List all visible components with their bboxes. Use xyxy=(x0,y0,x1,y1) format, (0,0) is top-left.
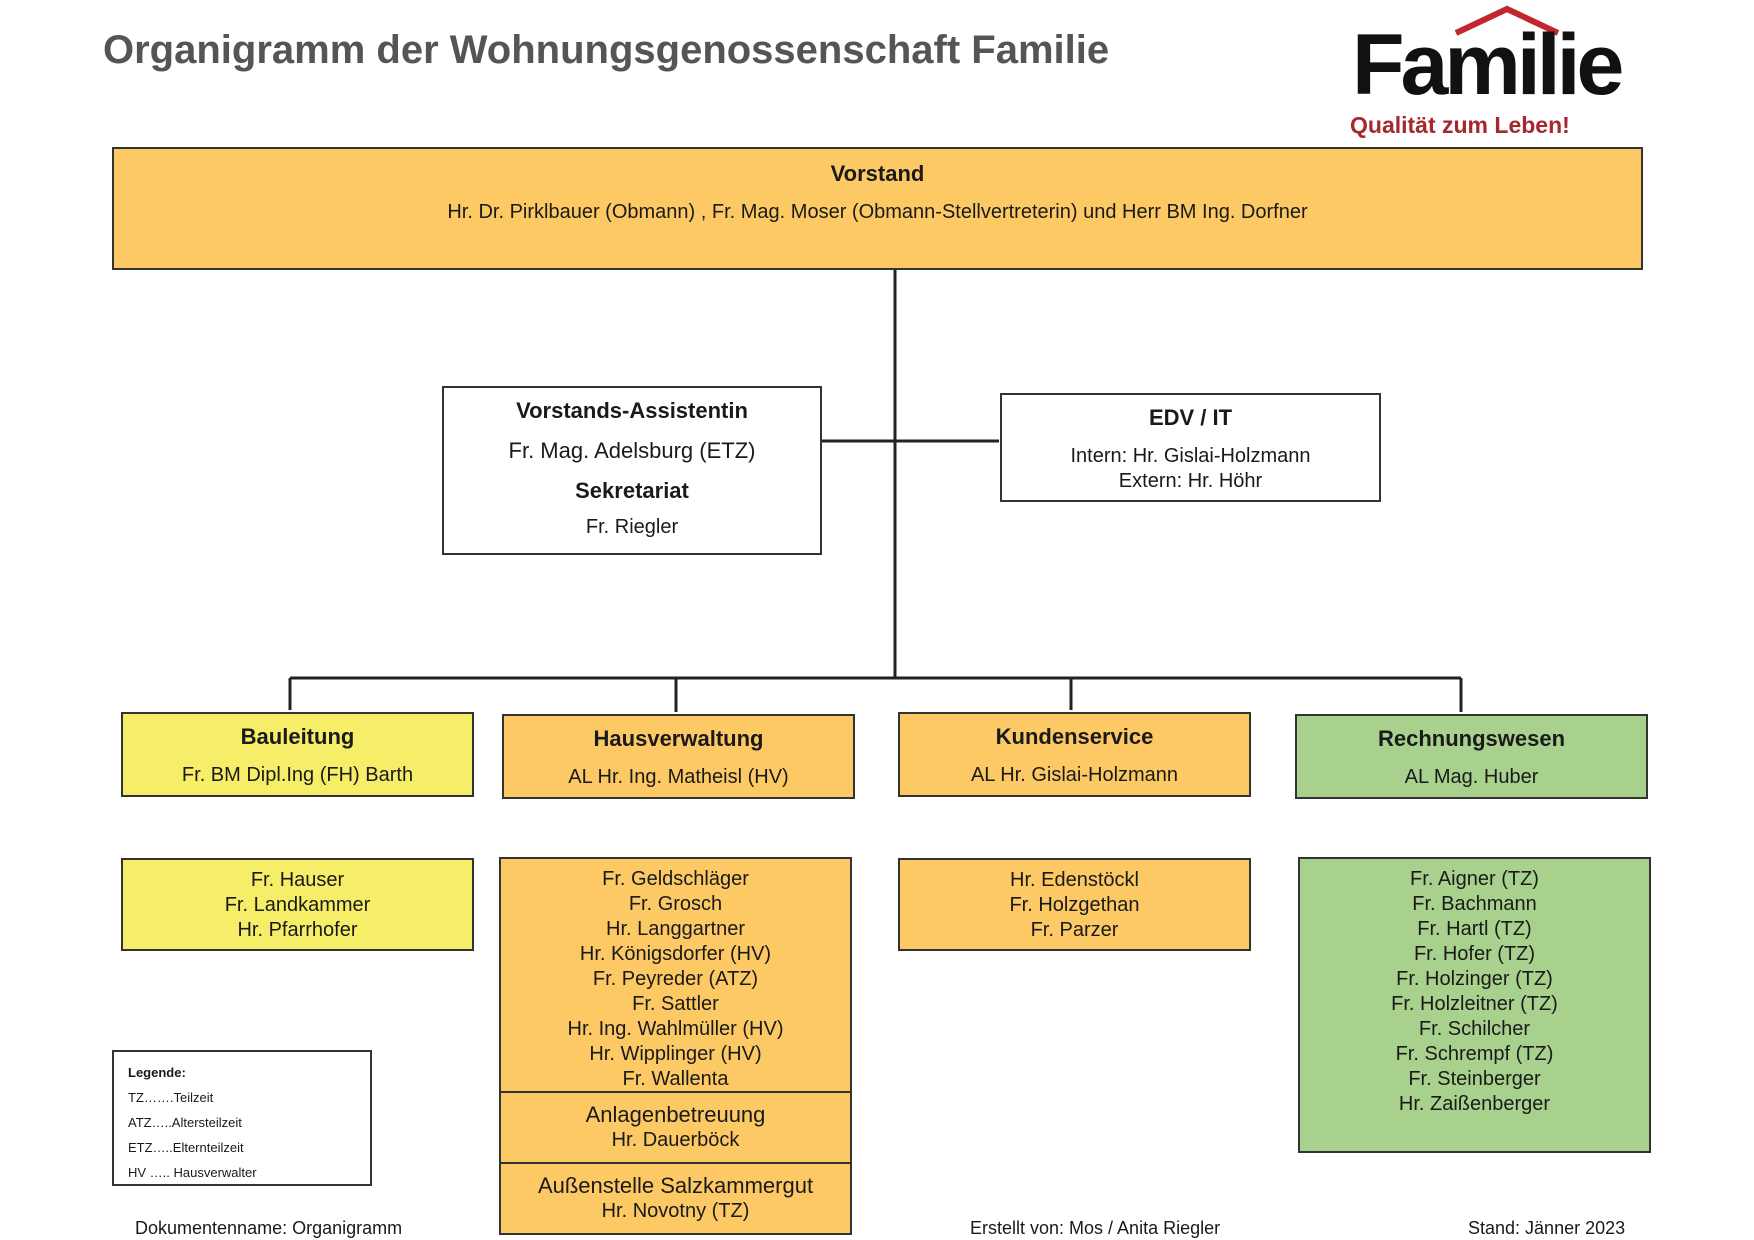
dept-hausverwaltung-box: Hausverwaltung AL Hr. Ing. Matheisl (HV) xyxy=(502,714,855,799)
dept-heading: Kundenservice xyxy=(995,724,1154,749)
legend-item: ATZ…..Altersteilzeit xyxy=(128,1115,242,1130)
dept-lead: AL Hr. Ing. Matheisl (HV) xyxy=(568,766,789,788)
staff-member: Hr. Ing. Wahlmüller (HV) xyxy=(567,1018,784,1040)
sekretariat-person: Fr. Riegler xyxy=(585,516,679,538)
assistentin-box: Vorstands-Assistentin Fr. Mag. Adelsburg… xyxy=(442,386,822,555)
dept-heading: Bauleitung xyxy=(240,724,355,749)
aussenstelle-heading: Außenstelle Salzkammergut xyxy=(537,1173,814,1198)
edv-box: EDV / IT Intern: Hr. Gislai-Holzmann Ext… xyxy=(1000,393,1381,502)
dept-rechnungswesen-box: Rechnungswesen AL Mag. Huber xyxy=(1295,714,1648,799)
legend-item: HV ….. Hausverwalter xyxy=(128,1165,257,1180)
legend-item: ETZ…..Elternteilzeit xyxy=(128,1140,244,1155)
logo-wordmark: Familie xyxy=(1352,17,1624,113)
staff-member: Fr. Grosch xyxy=(628,893,723,915)
dept-heading: Hausverwaltung xyxy=(593,726,764,751)
vorstand-box: Vorstand Hr. Dr. Pirklbauer (Obmann) , F… xyxy=(112,147,1643,270)
staff-member: Fr. Parzer xyxy=(1030,919,1119,941)
staff-member: Hr. Zaißenberger xyxy=(1398,1093,1551,1115)
staff-member: Fr. Holzinger (TZ) xyxy=(1396,968,1553,990)
staff-member: Hr. Königsdorfer (HV) xyxy=(579,943,772,965)
staff-member: Fr. Aigner (TZ) xyxy=(1410,868,1539,890)
staff-member: Fr. Holzleitner (TZ) xyxy=(1391,993,1558,1015)
anlagenbetreuung-heading: Anlagenbetreuung xyxy=(585,1102,766,1127)
staff-member: Fr. Geldschläger xyxy=(602,868,749,890)
edv-extern: Extern: Hr. Höhr xyxy=(1118,470,1263,492)
vorstand-members: Hr. Dr. Pirklbauer (Obmann) , Fr. Mag. M… xyxy=(447,201,1308,223)
dept-lead: AL Mag. Huber xyxy=(1404,766,1539,788)
anlagenbetreuung-person: Hr. Dauerböck xyxy=(611,1129,740,1151)
aussenstelle-box: Außenstelle Salzkammergut Hr. Novotny (T… xyxy=(499,1162,852,1235)
dept-bauleitung-box: Bauleitung Fr. BM Dipl.Ing (FH) Barth xyxy=(121,712,474,797)
staff-member: Fr. Holzgethan xyxy=(1009,894,1140,916)
staff-member: Fr. Landkammer xyxy=(224,894,371,916)
footer-document-name: Dokumentenname: Organigramm xyxy=(135,1218,403,1238)
staff-member: Hr. Langgartner xyxy=(606,918,745,940)
staff-member: Fr. Bachmann xyxy=(1412,893,1537,915)
assistentin-person: Fr. Mag. Adelsburg (ETZ) xyxy=(508,438,756,463)
dept-lead: Fr. BM Dipl.Ing (FH) Barth xyxy=(181,764,414,786)
staff-rechnungswesen-box: Fr. Aigner (TZ) Fr. Bachmann Fr. Hartl (… xyxy=(1298,857,1651,1153)
staff-member: Fr. Steinberger xyxy=(1408,1068,1541,1090)
staff-bauleitung-box: Fr. Hauser Fr. Landkammer Hr. Pfarrhofer xyxy=(121,858,474,951)
dept-heading: Rechnungswesen xyxy=(1377,726,1566,751)
aussenstelle-person: Hr. Novotny (TZ) xyxy=(601,1200,750,1222)
staff-member: Fr. Hartl (TZ) xyxy=(1417,918,1532,940)
staff-member: Fr. Schilcher xyxy=(1418,1018,1531,1040)
staff-member: Hr. Wipplinger (HV) xyxy=(589,1043,762,1065)
staff-hausverwaltung-box: Fr. Geldschläger Fr. Grosch Hr. Langgart… xyxy=(499,857,852,1093)
house-roof-icon xyxy=(1454,5,1560,36)
legend-heading: Legende: xyxy=(128,1065,186,1080)
edv-intern: Intern: Hr. Gislai-Holzmann xyxy=(1070,445,1311,467)
legend-box: Legende: TZ…….Teilzeit ATZ…..Altersteilz… xyxy=(112,1050,372,1186)
footer-created-by: Erstellt von: Mos / Anita Riegler xyxy=(970,1218,1221,1238)
staff-member: Hr. Edenstöckl xyxy=(1010,869,1139,891)
page-title: Organigramm der Wohnungsgenossenschaft F… xyxy=(103,28,1110,72)
dept-lead: AL Hr. Gislai-Holzmann xyxy=(970,764,1179,786)
vorstand-heading: Vorstand xyxy=(830,161,925,186)
staff-member: Fr. Sattler xyxy=(632,993,719,1015)
sekretariat-heading: Sekretariat xyxy=(575,478,689,503)
staff-member: Fr. Schrempf (TZ) xyxy=(1395,1043,1554,1065)
staff-member: Fr. Hofer (TZ) xyxy=(1413,943,1536,965)
edv-heading: EDV / IT xyxy=(1148,405,1233,430)
assistentin-heading: Vorstands-Assistentin xyxy=(516,398,748,423)
anlagenbetreuung-box: Anlagenbetreuung Hr. Dauerböck xyxy=(499,1091,852,1164)
staff-member: Hr. Pfarrhofer xyxy=(237,919,358,941)
staff-kundenservice-box: Hr. Edenstöckl Fr. Holzgethan Fr. Parzer xyxy=(898,858,1251,951)
staff-member: Fr. Wallenta xyxy=(622,1068,729,1090)
legend-item: TZ…….Teilzeit xyxy=(128,1090,214,1105)
staff-member: Fr. Peyreder (ATZ) xyxy=(592,968,759,990)
dept-kundenservice-box: Kundenservice AL Hr. Gislai-Holzmann xyxy=(898,712,1251,797)
footer-date: Stand: Jänner 2023 xyxy=(1468,1218,1626,1238)
logo-tagline: Qualität zum Leben! xyxy=(1350,112,1570,138)
staff-member: Fr. Hauser xyxy=(250,869,345,891)
